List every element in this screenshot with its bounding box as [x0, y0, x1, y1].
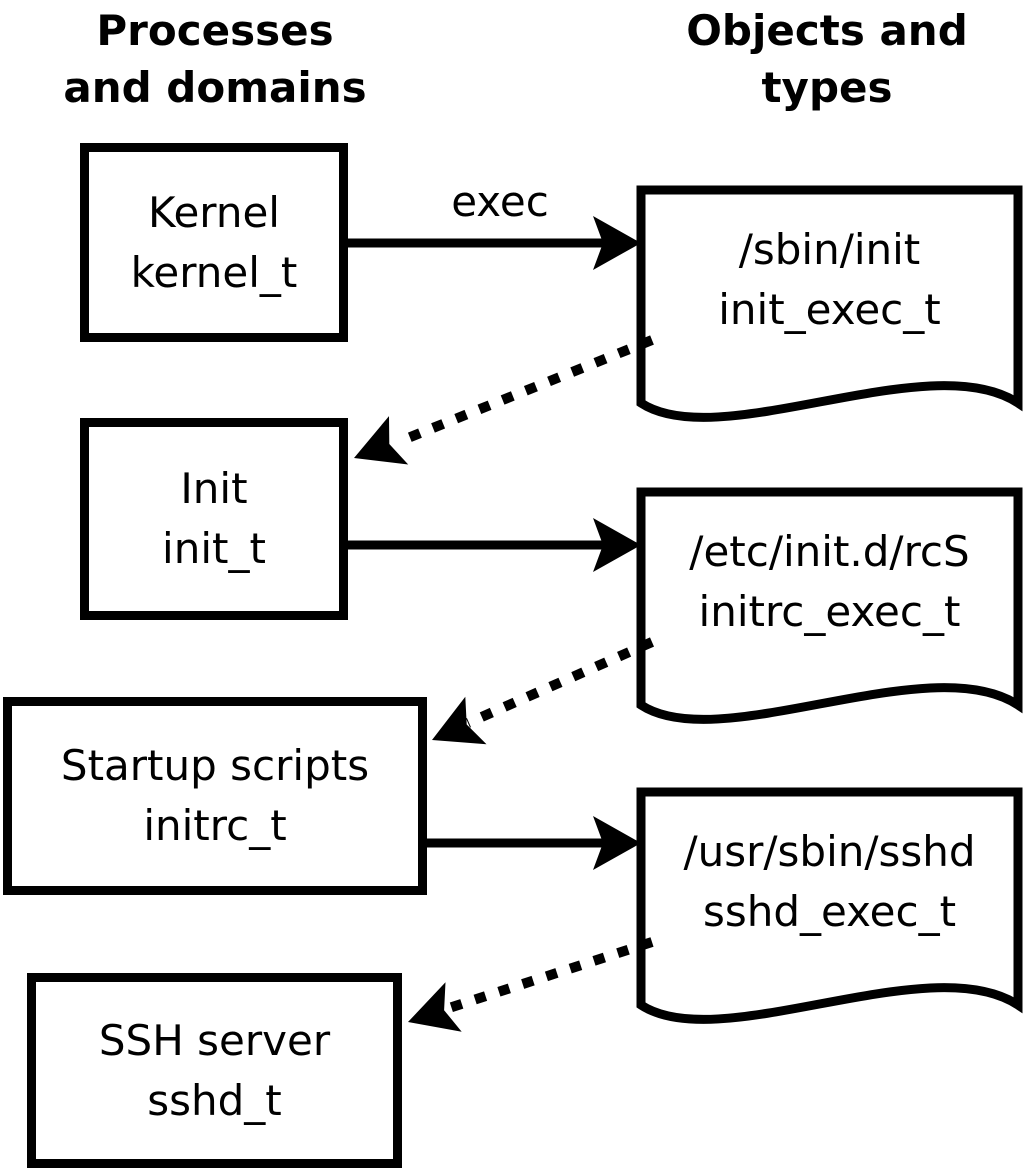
left-column-header-line2: and domains: [63, 63, 367, 112]
object-label-sbin-init: /sbin/init init_exec_t: [641, 190, 1018, 370]
left-column-header-line1: Processes: [96, 6, 334, 55]
process-name: Startup scripts: [60, 741, 370, 790]
solid-arrow-kernel-to-sbin-init: [348, 216, 641, 270]
dotted-arrow-sbin-init-to-init: [354, 335, 654, 465]
object-doc-etc-initd-rcs: [636, 487, 1023, 724]
process-box-startup-scripts: Startup scripts initrc_t: [3, 697, 427, 895]
process-domain-type: initrc_t: [143, 801, 287, 850]
process-domain-type: kernel_t: [130, 247, 298, 297]
object-doc-sbin-init: [636, 185, 1023, 422]
dotted-arrow-etc-initd-rcs-to-startup: [432, 637, 655, 745]
right-column-header-line1: Objects and: [686, 6, 968, 55]
solid-arrow-init-to-etc-initd-rcs: [348, 518, 641, 572]
object-label-etc-initd-rcs: /etc/init.d/rcS initrc_exec_t: [641, 492, 1018, 672]
left-column-header: Processes and domains: [0, 2, 430, 116]
process-name: SSH server: [98, 1015, 331, 1065]
process-domain-type: sshd_t: [147, 1075, 282, 1125]
process-name: Kernel: [148, 187, 280, 237]
process-box-init: Init init_t: [80, 418, 348, 620]
object-label-usr-sbin-sshd: /usr/sbin/sshd sshd_exec_t: [641, 792, 1018, 972]
right-column-header-line2: types: [761, 63, 893, 112]
process-domain-type: init_t: [162, 524, 266, 573]
process-box-kernel: Kernel kernel_t: [80, 143, 348, 342]
right-column-header: Objects and types: [615, 2, 1024, 116]
object-doc-usr-sbin-sshd: [636, 787, 1023, 1024]
object-type: sshd_exec_t: [702, 887, 957, 936]
solid-arrow-startup-to-usr-sbin-sshd: [427, 816, 641, 870]
object-path: /sbin/init: [738, 225, 921, 274]
object-type: init_exec_t: [718, 285, 941, 334]
exec-arrow-label: exec: [451, 177, 549, 226]
object-path: /etc/init.d/rcS: [689, 527, 970, 576]
object-path: /usr/sbin/sshd: [683, 827, 976, 876]
dotted-arrow-usr-sbin-sshd-to-ssh-server: [408, 937, 654, 1032]
process-box-ssh-server: SSH server sshd_t: [27, 973, 402, 1168]
object-type: initrc_exec_t: [698, 587, 961, 636]
process-name: Init: [180, 464, 248, 513]
